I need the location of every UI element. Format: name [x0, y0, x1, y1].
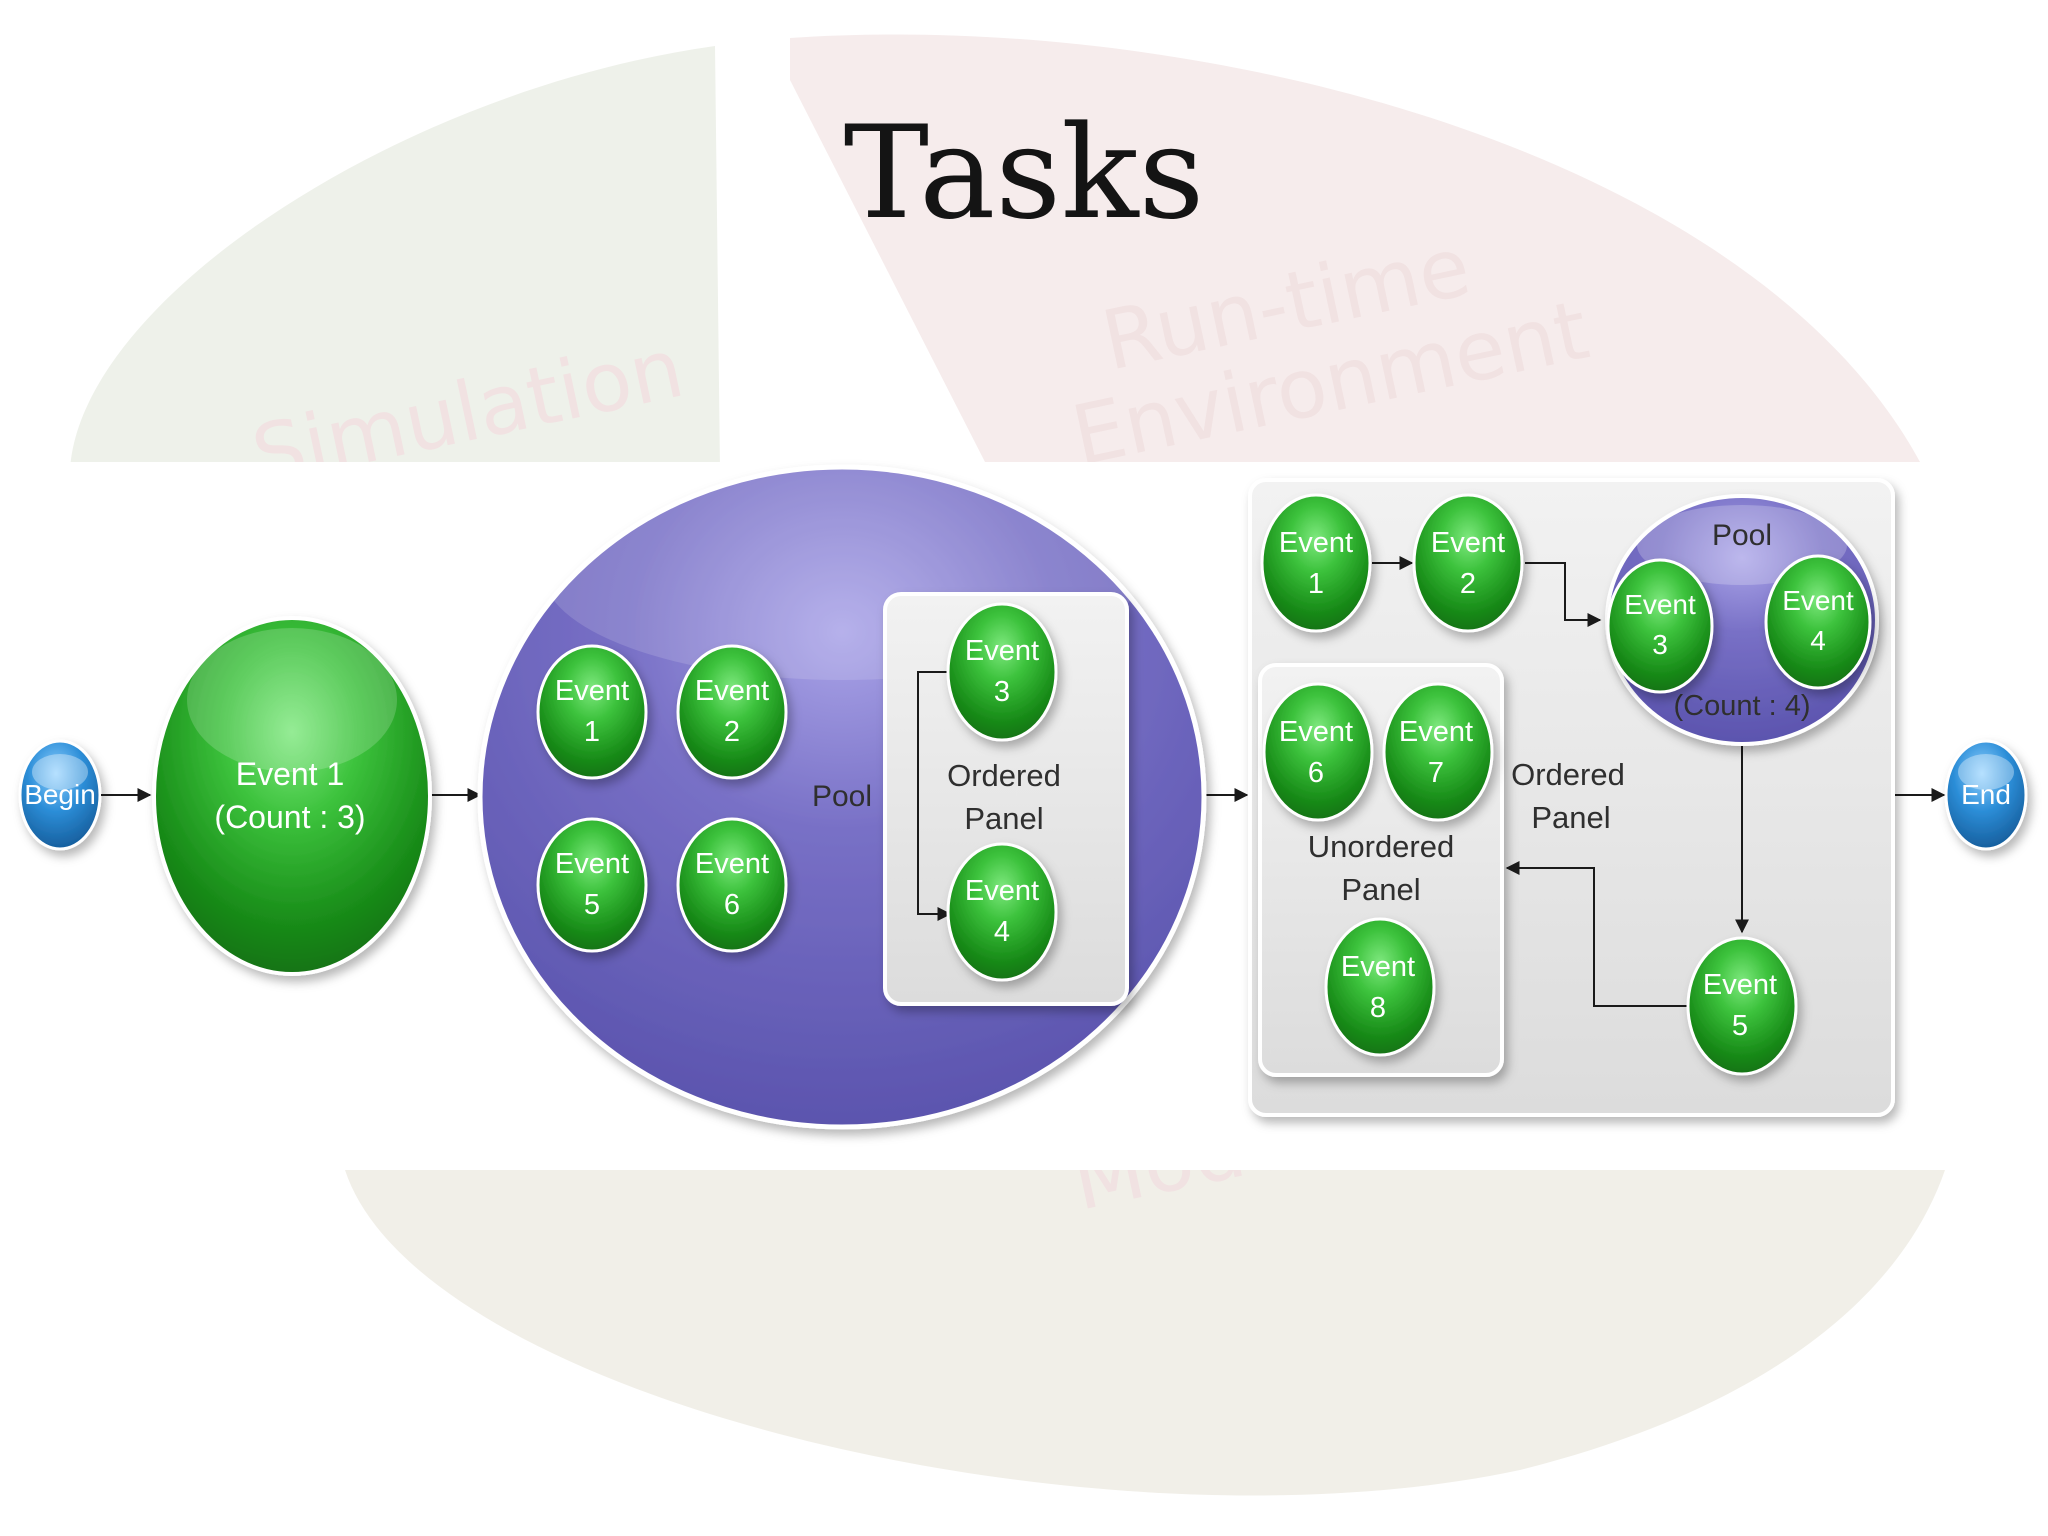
unordered-panel-event-7-line1: Event: [1399, 716, 1473, 748]
pool-1-event-2: Event 2: [676, 644, 788, 780]
unordered-panel-event-8: Event 8: [1324, 917, 1436, 1057]
begin-label: Begin: [24, 779, 96, 810]
panel-2-event-2-line1: Event: [1431, 527, 1505, 559]
arrow-event2-to-pool: [1525, 562, 1602, 627]
unordered-panel: Unordered Panel Event 6 Event 7 Event 8: [1258, 663, 1504, 1077]
pool-1-event-1-line1: Event: [555, 675, 629, 707]
unordered-panel-event-6: Event 6: [1262, 682, 1374, 822]
begin-node: Begin: [18, 739, 102, 851]
event-1-count-label-line1: Event 1: [236, 756, 345, 792]
ordered-panel-event-3-line1: Event: [965, 635, 1039, 667]
pool-1-event-6-line2: 6: [724, 889, 740, 921]
unordered-panel-event-6-line2: 6: [1308, 757, 1324, 789]
end-label: End: [1961, 779, 2011, 810]
panel-2-event-1-line2: 1: [1308, 568, 1324, 600]
panel-2-pool-event-4-line2: 4: [1810, 625, 1826, 656]
unordered-panel-event-7: Event 7: [1382, 682, 1494, 822]
ordered-panel-event-4-line1: Event: [965, 875, 1039, 907]
event-1-count-label-line2: (Count : 3): [214, 799, 365, 835]
unordered-panel-event-6-line1: Event: [1279, 716, 1353, 748]
ordered-panel-2-label-line1: Ordered: [1511, 757, 1625, 792]
pool-1-ordered-panel: Ordered Panel Event 3 Event 4: [883, 592, 1129, 1006]
pool-1-event-1: Event 1: [536, 644, 648, 780]
unordered-panel-event-8-line2: 8: [1370, 992, 1386, 1024]
pool-1-event-2-line2: 2: [724, 716, 740, 748]
panel-2-pool-event-3-line2: 3: [1652, 629, 1668, 660]
panel-2-event-5-line1: Event: [1703, 969, 1777, 1001]
ordered-panel-2-label-line2: Panel: [1531, 800, 1610, 835]
arrow-event3-to-event4: [917, 671, 955, 921]
slide-title: Tasks: [843, 99, 1205, 248]
end-node: End: [1944, 739, 2028, 851]
panel-2-event-2: Event 2: [1412, 493, 1524, 633]
pool-1-event-5-line1: Event: [555, 848, 629, 880]
pool-1: Pool Event 1 Event 2 Event 5 Event 6: [477, 460, 1207, 1130]
pool-1-event-2-line1: Event: [695, 675, 769, 707]
ordered-panel-event-4-line2: 4: [994, 916, 1010, 948]
pool-1-event-6: Event 6: [676, 817, 788, 953]
unordered-panel-label-line1: Unordered: [1308, 829, 1454, 864]
panel-2-event-1: Event 1: [1260, 493, 1372, 633]
ordered-panel-2: Ordered Panel Event 1 Event 2 Pool: [1248, 478, 1895, 1117]
panel-2-event-2-line2: 2: [1460, 568, 1476, 600]
unordered-panel-label-line2: Panel: [1341, 872, 1420, 907]
pool-1-label: Pool: [812, 780, 872, 813]
event-1-count-3-node: Event 1 (Count : 3): [152, 616, 432, 976]
pool-1-event-6-line1: Event: [695, 848, 769, 880]
panel-2-pool: Pool (Count : 4) Event 3 Event 4: [1605, 494, 1879, 746]
runtime-environment-segment: [790, 34, 1920, 462]
pool-1-event-1-line2: 1: [584, 716, 600, 748]
panel-2-pool-count: (Count : 4): [1674, 690, 1811, 722]
unordered-panel-event-8-line1: Event: [1341, 951, 1415, 983]
panel-2-pool-label: Pool: [1712, 519, 1772, 552]
pool-1-event-5: Event 5: [536, 817, 648, 953]
ordered-panel-event-4: Event 4: [946, 842, 1058, 982]
ordered-panel-event-3: Event 3: [946, 602, 1058, 742]
panel-2-event-1-line1: Event: [1279, 527, 1353, 559]
pool-1-ordered-panel-label-line1: Ordered: [947, 758, 1061, 793]
panel-2-pool-event-3-line1: Event: [1624, 589, 1696, 620]
panel-2-event-5-line2: 5: [1732, 1010, 1748, 1042]
panel-2-pool-event-4-line1: Event: [1782, 585, 1854, 616]
pool-1-event-5-line2: 5: [584, 889, 600, 921]
panel-2-pool-event-4: Event 4: [1764, 554, 1872, 690]
model-segment: [345, 1170, 1945, 1496]
arrow-event5-to-unordered-panel: [1505, 861, 1690, 1007]
unordered-panel-event-7-line2: 7: [1428, 757, 1444, 789]
panel-2-event-5: Event 5: [1686, 936, 1798, 1076]
ordered-panel-event-3-line2: 3: [994, 676, 1010, 708]
panel-2-pool-event-3: Event 3: [1606, 558, 1714, 694]
pool-1-ordered-panel-label-line2: Panel: [964, 801, 1043, 836]
